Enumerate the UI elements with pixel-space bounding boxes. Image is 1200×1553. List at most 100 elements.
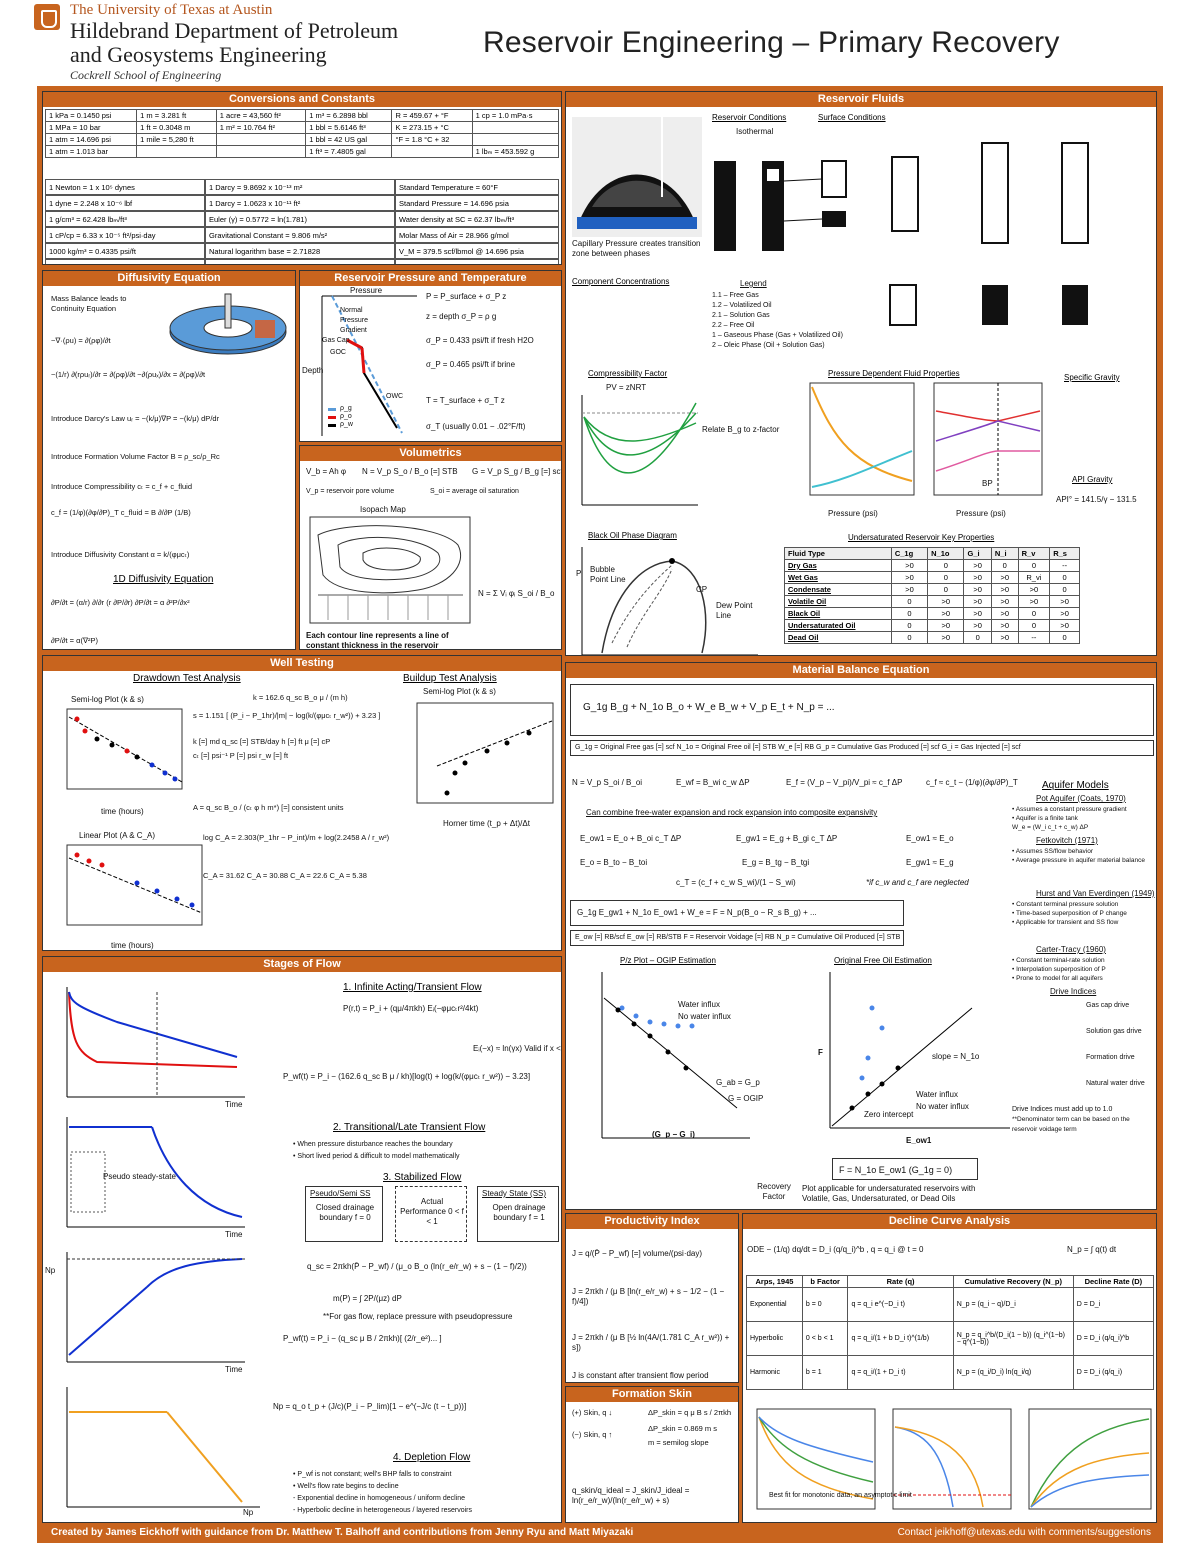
skin-title: Formation Skin	[566, 1387, 738, 1402]
diffusivity-line: Mass Balance leads to Continuity Equatio…	[51, 294, 127, 313]
constant-cell: 1 dyne = 2.248 x 10⁻⁶ lbf	[45, 195, 205, 211]
fluid-legend-item: 2.2 – Free Oil	[712, 322, 755, 329]
undersat-cell: >0	[990, 583, 1019, 596]
stages-title: Stages of Flow	[43, 957, 561, 972]
university-name: The University of Texas at Austin	[70, 2, 273, 18]
undersat-cell: Wet Gas	[784, 571, 892, 584]
black-oil-phase-diagram	[581, 547, 758, 655]
undersat-cell: >0	[990, 631, 1019, 644]
volumetrics-title: Volumetrics	[300, 446, 561, 461]
reservoir-ring-diagram	[169, 293, 287, 355]
np-axis-label-2: Np	[243, 1508, 254, 1517]
undersat-header: Fluid Type	[784, 547, 892, 560]
pressure-temperature-equation: T = T_surface + σ_T z	[426, 396, 505, 405]
ofoip-x-axis: E_ow1	[906, 1136, 932, 1145]
surface-conditions-label: Surface Conditions	[818, 113, 886, 122]
mbe-main-box: G_1g B_g + N_1o B_o + W_e B_w + V_p E_t …	[570, 684, 1154, 736]
decline-cell: D = D_i (q/q_i)^b	[1072, 1321, 1155, 1356]
gas-flow-note: **For gas flow, replace pressure with ps…	[323, 1312, 513, 1321]
diffusivity-line: Introduce Compressibility cₜ = c_f + c_f…	[51, 482, 193, 491]
phase-diagram-label: CP	[696, 585, 708, 594]
axis-label-depth: Depth	[302, 366, 324, 375]
depletion-note: • P_wf is not constant; well's BHP falls…	[293, 1471, 452, 1478]
isopach-title: Isopach Map	[360, 505, 406, 514]
phase-diagram-subtitle: Black Oil Phase Diagram	[588, 531, 677, 540]
stages-panel: Stages of Flow Time Pseudo steady-state …	[42, 956, 562, 1523]
well-test-equation: k [=] md q_sc [=] STB/day h [=] ft μ [=]…	[193, 737, 331, 746]
aquifer-note: W_e = (W_i c_t + c_w) ΔP	[1012, 824, 1089, 831]
mbe-expansion-equation: c_T = (c_f + c_w S_wi)/(1 − S_wi)	[676, 878, 796, 887]
isothermal-label: Isothermal	[736, 127, 774, 136]
undersat-cell: >0	[963, 619, 992, 632]
relate-bg-label: Relate B_g to z-factor	[702, 425, 780, 434]
undersat-cell: 0	[1017, 559, 1051, 572]
f-eq-box: F = N_1o E_ow1 (G_1g = 0)	[832, 1158, 978, 1180]
decline-header: Rate (q)	[847, 1275, 954, 1288]
aquifer-note: • Constant terminal-rate solution	[1012, 957, 1105, 964]
aquifer-note: • Average pressure in aquifer material b…	[1012, 857, 1145, 864]
infinite-acting-subtitle: 1. Infinite Acting/Transient Flow	[343, 982, 482, 993]
decline-header: Cumulative Recovery (N_p)	[952, 1275, 1074, 1288]
bp-label: BP	[982, 479, 993, 488]
conversion-cell: 1 lbₘ = 453.592 g	[471, 145, 560, 158]
conversion-cell: 1 MPa = 10 bar	[44, 121, 138, 134]
skin-line: m = semilog slope	[648, 1438, 709, 1447]
mbe-combine-note: Can combine free-water expansion and roc…	[586, 808, 878, 817]
undersat-cell: >0	[1049, 595, 1080, 608]
aquifer-subtitle: Carter-Tracy (1960)	[1036, 945, 1106, 954]
drive-note: Drive Indices must add up to 1.0	[1012, 1106, 1113, 1113]
diffusivity-line: Introduce Darcy's Law uᵣ = −(k/μ)∇P = −(…	[51, 414, 220, 423]
footer-contact: Contact jeikhoff@utexas.edu with comment…	[897, 1527, 1151, 1538]
undersat-cell: Undersaturated Oil	[784, 619, 892, 632]
buildup-subtitle: Buildup Test Analysis	[403, 673, 497, 684]
constant-cell: 1 Newton = 1 x 10⁵ dynes	[45, 179, 205, 195]
pseudo-steady-label: Pseudo steady-state	[103, 1172, 176, 1181]
pz-plot-subtitle: P/z Plot – OGIP Estimation	[620, 956, 716, 965]
well-test-equation: log C_A = 2.303(P_1hr − P_int)/m + log(2…	[203, 833, 390, 842]
undersat-cell: >0	[1049, 619, 1080, 632]
axis-time-hours-1: time (hours)	[101, 807, 144, 816]
pi-eq1: J = q/(P̄ − P_wf) [=] volume/(psi·day)	[572, 1249, 703, 1258]
pi-eq2: J = 2πkh / (μ B [ln(r_e/r_w) + s − 1/2 −…	[572, 1287, 725, 1306]
productivity-title: Productivity Index	[566, 1214, 738, 1229]
diffusivity-line: ∂P/∂t = (α/r) ∂/∂r (r ∂P/∂r) ∂P/∂t = α ∂…	[51, 598, 190, 607]
decline-cell: D = D_i	[1072, 1287, 1155, 1322]
pressure-temperature-title: Reservoir Pressure and Temperature	[300, 271, 561, 286]
pressure-temperature-equation: σ_P = 0.433 psi/ft if fresh H2O	[426, 336, 534, 345]
undersat-cell: >0	[927, 619, 965, 632]
mbe-row2-equation: E_f = (V_p − V_pi)/V_pi ≈ c_f ΔP	[786, 778, 903, 787]
undersat-cell: 0	[1049, 631, 1080, 644]
well-test-equation: A = q_sc B_o / (cₜ φ h m*) [=] consisten…	[193, 803, 344, 812]
pressure-depth-label: OWC	[386, 393, 404, 400]
depletion-subtitle: 4. Depletion Flow	[393, 1452, 471, 1463]
aquifer-note: • Interpolation superposition of P	[1012, 966, 1106, 973]
conversion-cell: 1 atm = 1.013 bar	[44, 145, 138, 158]
mbe-expansion-equation: E_ow1 = E_o + B_oi c_T ΔP	[580, 834, 682, 843]
pz-plot-chart	[601, 972, 750, 1139]
undersat-cell: >0	[963, 595, 992, 608]
undersat-cell: 0	[1049, 583, 1080, 596]
undersat-cell: >0	[927, 607, 965, 620]
transitional-subtitle: 2. Transitional/Late Transient Flow	[333, 1122, 486, 1133]
semilog-label-drawdown: Semi-log Plot (k & s)	[71, 695, 144, 704]
conversion-cell: 1 bbl = 42 US gal	[305, 133, 393, 146]
undersat-cell: 0	[927, 559, 965, 572]
decline-cell: q = q_i e^(−D_i t)	[847, 1287, 954, 1322]
stage-time-label-3: Time	[225, 1365, 243, 1374]
undersat-cell: >0	[1017, 583, 1051, 596]
undersat-cell: 0	[890, 595, 929, 608]
productivity-panel: Productivity Index J = q/(P̄ − P_wf) [=]…	[565, 1213, 739, 1383]
drive-note-2: **Denominator term can be based on the r…	[1012, 1116, 1130, 1133]
drive-index-item: Gas cap drive	[1086, 1002, 1130, 1009]
undersat-cell: --	[1017, 631, 1051, 644]
buildup-horner-chart	[416, 702, 554, 804]
conversion-cell: 1 bbl = 5.6146 ft³	[305, 121, 393, 134]
reservoir-fluids-panel: Reservoir Fluids Capillary Pressure crea…	[565, 91, 1157, 656]
constant-cell: Molar Mass of Air = 28.966 g/mol	[395, 227, 559, 243]
undersat-cell: 0	[1049, 571, 1080, 584]
pi-eq3: J = 2πkh / (μ B [½ ln(4A/(1.781 C_A r_w²…	[572, 1333, 730, 1352]
